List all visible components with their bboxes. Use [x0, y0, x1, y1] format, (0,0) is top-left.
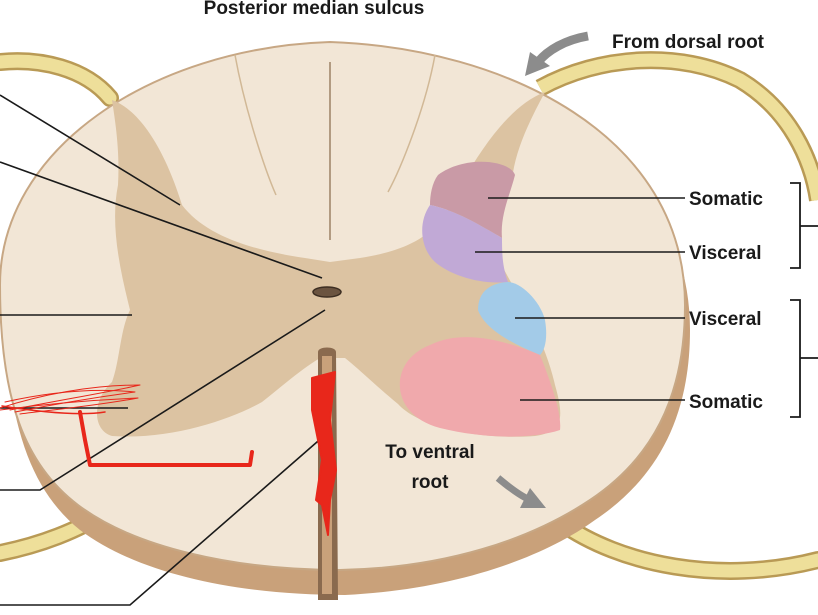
somatic-sensory-zone	[430, 161, 515, 238]
visceral-sensory-label: Visceral	[689, 243, 762, 264]
dorsal-root-arrow-icon	[534, 31, 589, 66]
red-annotation-marks	[0, 371, 337, 536]
ventral-root-arrow-icon	[495, 475, 528, 502]
visceral-motor-label: Visceral	[689, 309, 762, 330]
brackets	[790, 182, 818, 418]
functional-zones	[399, 161, 561, 437]
labels: Posterior median sulcus From dorsal root…	[204, 0, 765, 493]
visceral-motor-zone	[478, 282, 547, 355]
posterior-columns	[234, 54, 436, 196]
red-fissure-mark	[311, 371, 337, 536]
from-dorsal-root-label: From dorsal root	[612, 32, 765, 53]
arrows	[495, 31, 589, 508]
somatic-motor-label: Somatic	[689, 392, 763, 413]
somatic-motor-zone	[399, 337, 561, 437]
to-ventral-root-label-line1: To ventral	[385, 442, 474, 463]
to-ventral-root-label-line2: root	[412, 472, 450, 493]
leader-lines	[0, 94, 685, 606]
somatic-sensory-label: Somatic	[689, 189, 763, 210]
central-canal	[312, 286, 342, 298]
posterior-median-sulcus-label: Posterior median sulcus	[204, 0, 425, 19]
visceral-sensory-zone	[422, 205, 508, 283]
